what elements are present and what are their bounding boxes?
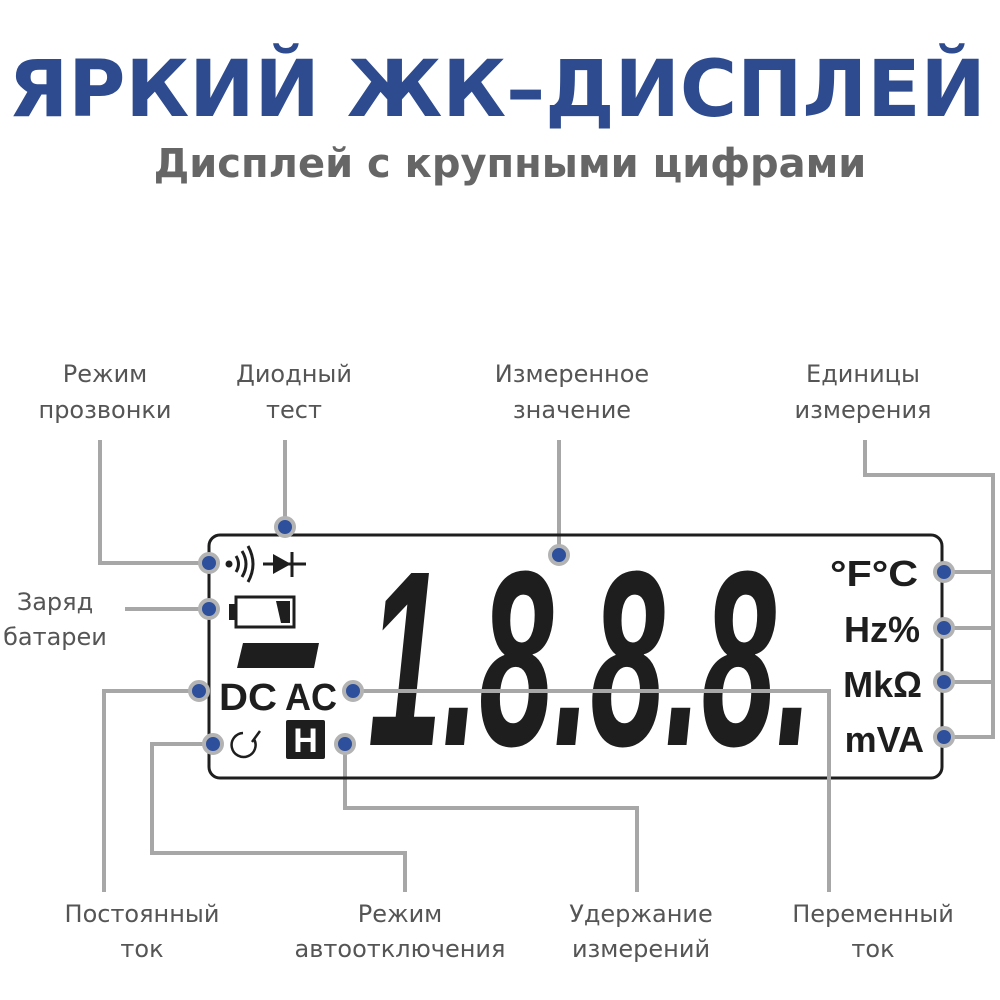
auto-off-icon: [230, 730, 262, 759]
unit-temperature: °F°C: [830, 553, 918, 594]
svg-text:измерений: измерений: [572, 935, 710, 963]
page-subtitle: Дисплей с крупными цифрами: [154, 141, 867, 187]
svg-text:тест: тест: [266, 396, 322, 424]
svg-text:ток: ток: [851, 935, 894, 963]
svg-text:батареи: батареи: [3, 623, 107, 651]
ac-leader-line: [353, 689, 831, 892]
svg-text:автоотключения: автоотключения: [295, 935, 506, 963]
battery-icon: [229, 595, 296, 629]
negative-sign: [237, 643, 319, 668]
label-units: Единицы измерения: [795, 360, 932, 424]
svg-text:Постоянный: Постоянный: [65, 900, 220, 928]
unit-resistance: MkΩ: [843, 664, 922, 705]
svg-text:значение: значение: [513, 396, 631, 424]
continuity-icon: [225, 545, 255, 583]
svg-text:Заряд: Заряд: [17, 588, 93, 616]
svg-text:Переменный: Переменный: [792, 900, 954, 928]
lcd-digits-value: 1.8.8.8.: [368, 519, 813, 798]
svg-text:Режим: Режим: [63, 360, 148, 388]
ac-indicator: AC: [285, 677, 337, 719]
svg-text:Измеренное: Измеренное: [495, 360, 649, 388]
label-dc: Постоянный ток: [65, 900, 220, 963]
page-title: ЯРКИЙ ЖК–ДИСПЛЕЙ: [8, 43, 986, 135]
label-autooff: Режим автоотключения: [295, 900, 506, 963]
svg-text:прозвонки: прозвонки: [39, 396, 172, 424]
svg-text:Диодный: Диодный: [236, 360, 352, 388]
label-measured: Измеренное значение: [495, 360, 649, 424]
label-ac: Переменный ток: [792, 900, 954, 963]
lcd-frame: [207, 533, 944, 780]
label-continuity: Режим прозвонки: [39, 360, 172, 424]
diode-icon: [263, 552, 306, 577]
svg-text:Режим: Режим: [358, 900, 443, 928]
unit-frequency: Hz%: [844, 609, 920, 650]
hold-icon: [286, 720, 325, 759]
callout-dots: [188, 516, 955, 755]
label-hold: Удержание измерений: [569, 900, 713, 963]
unit-voltage-current: mVA: [845, 719, 924, 760]
label-battery: Заряд батареи: [3, 588, 107, 651]
svg-text:Единицы: Единицы: [806, 360, 920, 388]
svg-text:Удержание: Удержание: [569, 900, 713, 928]
svg-text:ток: ток: [120, 935, 163, 963]
label-diode: Диодный тест: [236, 360, 352, 424]
dc-indicator: DC: [219, 677, 277, 719]
svg-text:измерения: измерения: [795, 396, 932, 424]
hold-indicator: H: [293, 722, 318, 760]
